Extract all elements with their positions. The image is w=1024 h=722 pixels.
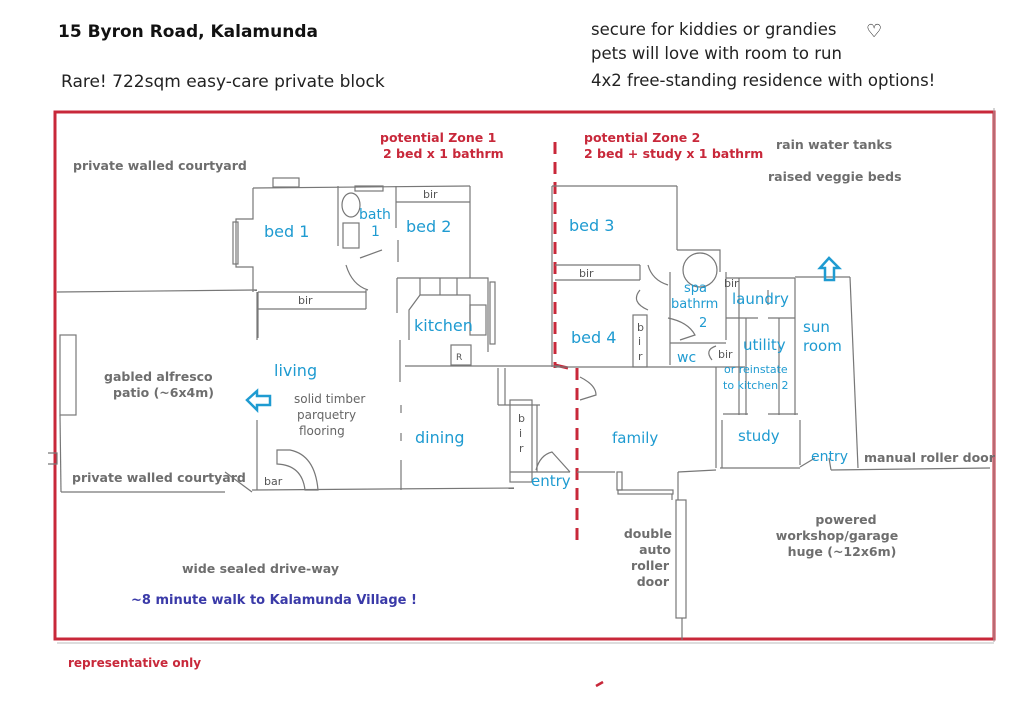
disclaimer: representative only	[68, 656, 201, 670]
zone1-title: potential Zone 1	[380, 130, 496, 145]
heart-icon: ♡	[866, 21, 883, 42]
bir-entry-v2: i	[519, 427, 522, 440]
property-address: 15 Byron Road, Kalamunda	[58, 22, 318, 42]
double-door-label-1: double	[624, 526, 672, 541]
rain-tanks-label: rain water tanks	[776, 137, 892, 152]
bir-bed4-v3: r	[638, 350, 643, 363]
room-spa-line2: bathrm	[671, 297, 718, 312]
bir-bed1: bir	[298, 294, 313, 307]
bir-wc: bir	[718, 348, 733, 361]
double-door-label-2: auto	[639, 542, 671, 557]
room-bed2: bed 2	[406, 217, 451, 236]
room-entry-main: entry	[531, 472, 571, 490]
room-dining: dining	[415, 428, 464, 447]
room-entry-side: entry	[811, 449, 848, 465]
courtyard-bottom-label: private walled courtyard	[72, 470, 246, 485]
patio-walls	[48, 289, 258, 493]
zone2-detail: 2 bed + study x 1 bathrm	[584, 146, 763, 161]
tagline-secure: secure for kiddies or grandies	[591, 20, 837, 39]
room-wc: wc	[677, 350, 696, 366]
room-sunroom-line1: sun	[803, 318, 830, 336]
bir-bed3: bir	[579, 267, 594, 280]
room-spa-line1: spa	[684, 281, 707, 296]
zone2-title: potential Zone 2	[584, 130, 700, 145]
flooring-note-2: parquetry	[297, 408, 356, 422]
room-spa-line3: 2	[699, 316, 707, 331]
manual-roller-door-label: manual roller door	[864, 450, 996, 465]
room-sunroom-line2: room	[803, 337, 842, 355]
room-living: living	[274, 361, 317, 380]
zone1-walls	[232, 177, 571, 491]
double-door-label-4: door	[637, 574, 670, 589]
stray-mark	[595, 680, 604, 688]
zone1-detail: 2 bed x 1 bathrm	[383, 146, 504, 161]
room-kitchen: kitchen	[414, 316, 473, 335]
zone2-walls	[551, 185, 991, 640]
bir-bed2: bir	[423, 188, 438, 201]
room-bed1: bed 1	[264, 222, 309, 241]
sunroom-access-arrow-icon	[817, 256, 843, 282]
courtyard-top-label: private walled courtyard	[73, 158, 247, 173]
patio-access-arrow-icon	[245, 388, 272, 414]
room-bed4: bed 4	[571, 328, 616, 347]
tagline-pets: pets will love with room to run	[591, 44, 842, 63]
room-family: family	[612, 429, 658, 447]
room-laundry: laundry	[732, 290, 789, 308]
patio-label-line2: patio (~6x4m)	[113, 385, 214, 400]
workshop-label-2: workshop/garage	[776, 528, 898, 543]
bir-bed4-v2: i	[638, 335, 641, 348]
double-door-label-3: roller	[631, 558, 670, 573]
bir-laundry: bir	[724, 277, 739, 290]
reinstate-note-1: or reinstate	[724, 363, 788, 376]
room-bath1-line1: bath	[359, 207, 391, 223]
bir-entry-v3: r	[519, 442, 524, 455]
walk-distance-label: ~8 minute walk to Kalamunda Village !	[131, 593, 417, 608]
workshop-label-3: huge (~12x6m)	[788, 544, 897, 559]
bir-entry-v1: b	[518, 412, 525, 425]
room-bed3: bed 3	[569, 216, 614, 235]
bar-label: bar	[264, 475, 283, 488]
bir-bed4-v1: b	[637, 321, 644, 334]
workshop-label-1: powered	[815, 512, 876, 527]
room-utility: utility	[743, 336, 786, 354]
patio-label-line1: gabled alfresco	[104, 369, 213, 384]
veggie-beds-label: raised veggie beds	[768, 169, 902, 184]
room-study: study	[738, 427, 780, 445]
reinstate-note-2: to kitchen 2	[723, 379, 789, 392]
room-bath1-line2: 1	[371, 224, 380, 240]
driveway-label: wide sealed drive-way	[182, 561, 339, 576]
flooring-note-1: solid timber	[294, 392, 365, 406]
tagline-residence: 4x2 free-standing residence with options…	[591, 71, 936, 90]
flooring-note-3: flooring	[299, 424, 345, 438]
fridge-icon: R	[456, 353, 462, 363]
property-subtitle: Rare! 722sqm easy-care private block	[61, 72, 385, 92]
